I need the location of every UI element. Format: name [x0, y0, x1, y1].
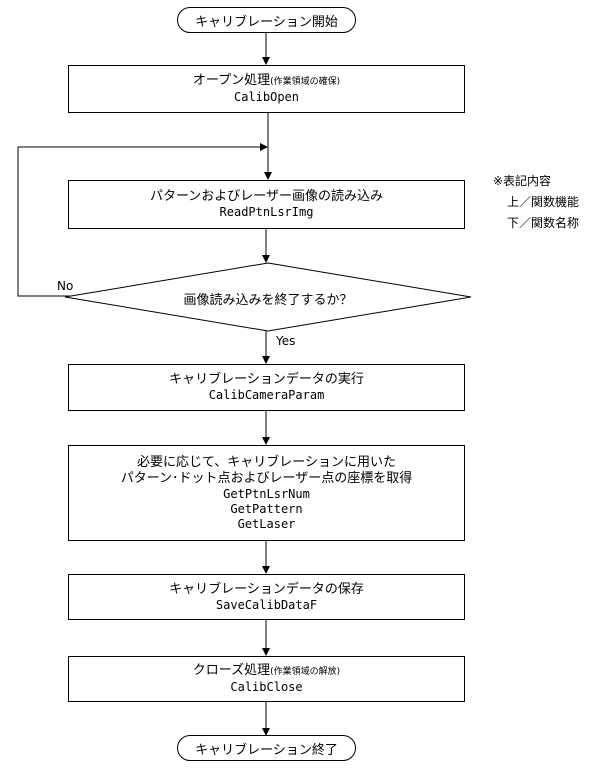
step-open-title-text: オープン処理	[192, 73, 271, 88]
start-terminal: キャリブレーション開始	[177, 7, 356, 33]
start-label: キャリブレーション開始	[195, 14, 338, 30]
legend: ※表記内容 上／関数機能 下／関数名称	[493, 171, 579, 234]
step-close-func: CalibClose	[230, 680, 303, 694]
step-open-func: CalibOpen	[233, 90, 300, 104]
step-get-title-1: 必要に応じて、キャリブレーションに用いた	[136, 454, 397, 470]
step-exec-func: CalibCameraParam	[208, 388, 325, 402]
step-save-func: SaveCalibDataF	[215, 597, 318, 612]
step-save-title: キャリブレーションデータの保存	[169, 581, 364, 597]
step-get-title-2: パターン･ドット点およびレーザー点の座標を取得	[120, 470, 413, 486]
step-save: キャリブレーションデータの保存 SaveCalibDataF	[68, 574, 465, 620]
step-read-func: ReadPtnLsrImg	[219, 205, 314, 219]
step-open-note: (作業領域の確保)	[270, 77, 341, 87]
end-terminal: キャリブレーション終了	[177, 735, 356, 761]
decision-no-label: No	[57, 279, 74, 293]
decision-yes-label: Yes	[276, 334, 296, 348]
step-close: クローズ処理(作業領域の解放) CalibClose	[68, 656, 465, 702]
step-exec-title: キャリブレーションデータの実行	[169, 372, 364, 387]
decision-diamond	[64, 262, 472, 332]
legend-line-2: 下／関数名称	[507, 216, 580, 230]
step-close-title: クローズ処理(作業領域の解放)	[193, 663, 340, 680]
end-label: キャリブレーション終了	[195, 742, 338, 758]
step-get-func-1: GetPtnLsrNum	[223, 486, 310, 501]
step-close-title-text: クローズ処理	[192, 663, 271, 678]
step-get-func-2: GetPattern	[230, 501, 303, 516]
step-get-func-3: GetLaser	[237, 516, 296, 531]
step-open: オープン処理(作業領域の確保) CalibOpen	[68, 65, 465, 113]
step-get: 必要に応じて、キャリブレーションに用いた パターン･ドット点およびレーザー点の座…	[68, 445, 465, 541]
decision-text: 画像読み込みを終了するか？	[183, 293, 353, 308]
step-read: パターンおよびレーザー画像の読み込み ReadPtnLsrImg	[68, 180, 465, 229]
step-close-note: (作業領域の解放)	[270, 667, 341, 677]
step-read-title: パターンおよびレーザー画像の読み込み	[149, 189, 384, 204]
legend-line-1: 上／関数機能	[507, 195, 580, 209]
step-exec: キャリブレーションデータの実行 CalibCameraParam	[68, 364, 465, 411]
step-open-title: オープン処理(作業領域の確保)	[193, 73, 340, 90]
loop-back-arrow	[17, 143, 268, 297]
legend-title: ※表記内容	[493, 174, 552, 188]
